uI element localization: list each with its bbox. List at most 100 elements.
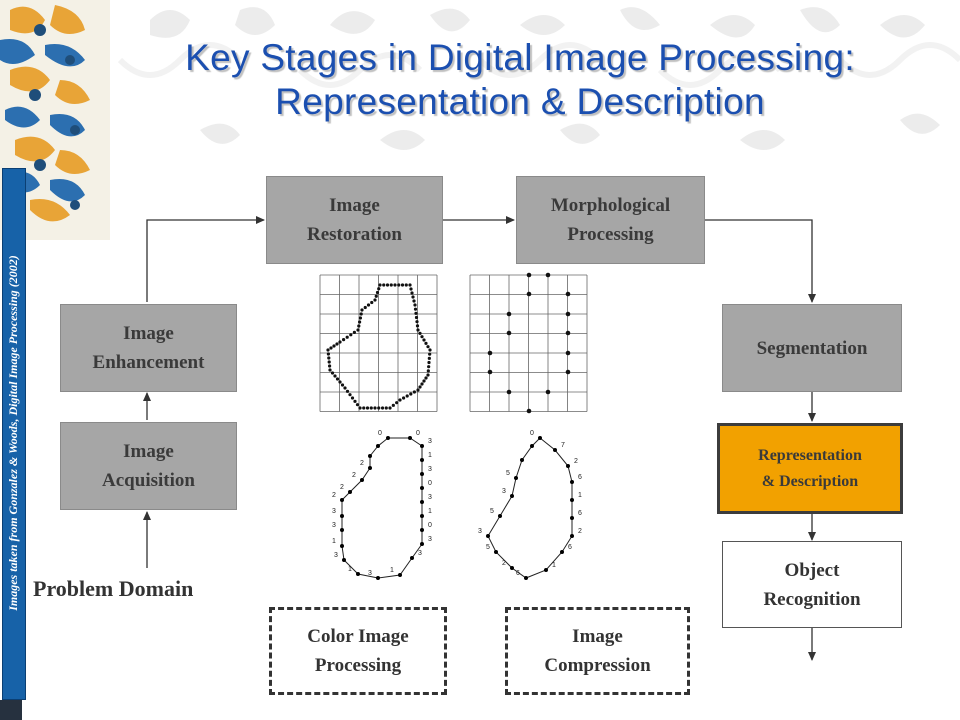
boundary-dot — [366, 303, 371, 307]
boundary-dot — [332, 344, 336, 348]
chain-code-label: 2 — [340, 484, 344, 491]
chain-node — [486, 534, 490, 538]
chain-node — [570, 498, 574, 502]
boundary-dot — [382, 283, 386, 287]
chain-node — [538, 436, 542, 440]
resampled-dot — [487, 350, 493, 356]
boundary-dot — [359, 312, 363, 316]
chain-code-label: 5 — [486, 544, 490, 551]
chain-node — [420, 472, 424, 476]
boundary-dot — [414, 315, 419, 320]
boundary-pixel-dots — [326, 283, 432, 410]
boundary-dot — [338, 380, 342, 384]
chain-node — [566, 464, 570, 468]
color-line-2: Processing — [314, 655, 402, 676]
chain-code-label: 6 — [578, 510, 582, 517]
boundary-dot — [378, 283, 382, 287]
boundary-dot — [418, 385, 422, 389]
chain-node — [498, 514, 502, 518]
boundary-dot — [391, 403, 395, 407]
chain-node — [368, 466, 372, 470]
recognition-line-2: Recognition — [763, 588, 861, 610]
boundary-dot — [416, 328, 420, 332]
chain-code-label: 0 — [428, 480, 432, 487]
representation-line-2: & Description — [761, 472, 859, 490]
resampled-dot — [526, 291, 532, 297]
chain-node — [524, 576, 528, 580]
chain-code-label: 2 — [352, 472, 356, 479]
morphological-line-1: Morphological — [550, 195, 671, 216]
acquisition-line-1: Image — [123, 441, 174, 462]
boundary-dot — [360, 308, 364, 312]
chain-code-label: 3 — [368, 570, 372, 577]
representation-description-box: Representation& Description — [717, 423, 903, 514]
boundary-dot — [410, 291, 414, 295]
morphological-line-2: Processing — [567, 224, 654, 245]
enhancement-line-2: Enhancement — [92, 352, 205, 373]
boundary-dot — [328, 364, 332, 368]
boundary-dot — [402, 396, 406, 400]
chain-code-label: 1 — [552, 562, 556, 569]
boundary-dot — [377, 406, 381, 410]
boundary-dot — [335, 377, 340, 381]
chain-code-label: 1 — [428, 452, 432, 459]
chain-code-label: 2 — [502, 560, 506, 567]
chain-node — [386, 436, 390, 440]
boundary-dot — [404, 283, 408, 287]
image-credit: Images taken from Gonzalez & Woods, Digi… — [6, 255, 20, 611]
resampled-boundary-dots — [487, 272, 571, 414]
boundary-dot — [357, 324, 361, 328]
boundary-dot — [395, 401, 399, 405]
chain-node — [398, 573, 402, 577]
chain-node — [340, 544, 344, 548]
resampled-dot — [506, 330, 512, 336]
chain-code-label: 7 — [561, 442, 565, 449]
restoration-line-1: Image — [329, 195, 380, 216]
boundary-dot — [380, 406, 385, 410]
boundary-dot — [424, 341, 428, 345]
boundary-dot — [414, 311, 418, 315]
boundary-dot — [377, 287, 381, 291]
boundary-dot — [426, 369, 430, 373]
boundary-dot — [388, 406, 392, 410]
chain-code-path — [487, 437, 573, 579]
boundary-dot — [365, 406, 370, 410]
boundary-dot — [422, 338, 426, 342]
chain-node — [340, 514, 344, 518]
recognition-line-1: Object — [784, 559, 840, 581]
chain-node — [494, 550, 498, 554]
boundary-dot — [363, 305, 367, 310]
boundary-dot — [418, 331, 422, 335]
boundary-dot — [426, 373, 430, 377]
chain-node — [420, 514, 424, 518]
chain-code-label: 3 — [478, 528, 482, 535]
boundary-dot — [327, 360, 331, 364]
chain-code-label: 3 — [428, 466, 432, 473]
chain-code-label: 3 — [428, 494, 432, 501]
chain-code-label: 3 — [332, 508, 336, 515]
boundary-dot — [373, 406, 377, 410]
boundary-dot — [326, 352, 330, 356]
resampled-dot — [487, 369, 493, 375]
boundary-dot — [411, 295, 415, 299]
chain-node — [514, 476, 518, 480]
boundary-dot — [428, 352, 432, 356]
boundary-dot — [348, 393, 352, 397]
chain-code-label: 1 — [348, 566, 352, 573]
boundary-dot — [350, 396, 355, 400]
chain-node — [420, 444, 424, 448]
chain-node — [544, 568, 548, 572]
boundary-dot — [356, 328, 360, 332]
chain-code-label: 0 — [530, 430, 534, 437]
boundary-dot — [400, 283, 405, 287]
chain-code-label: 2 — [332, 492, 336, 499]
chain-node — [570, 480, 574, 484]
boundary-dot — [415, 324, 420, 328]
